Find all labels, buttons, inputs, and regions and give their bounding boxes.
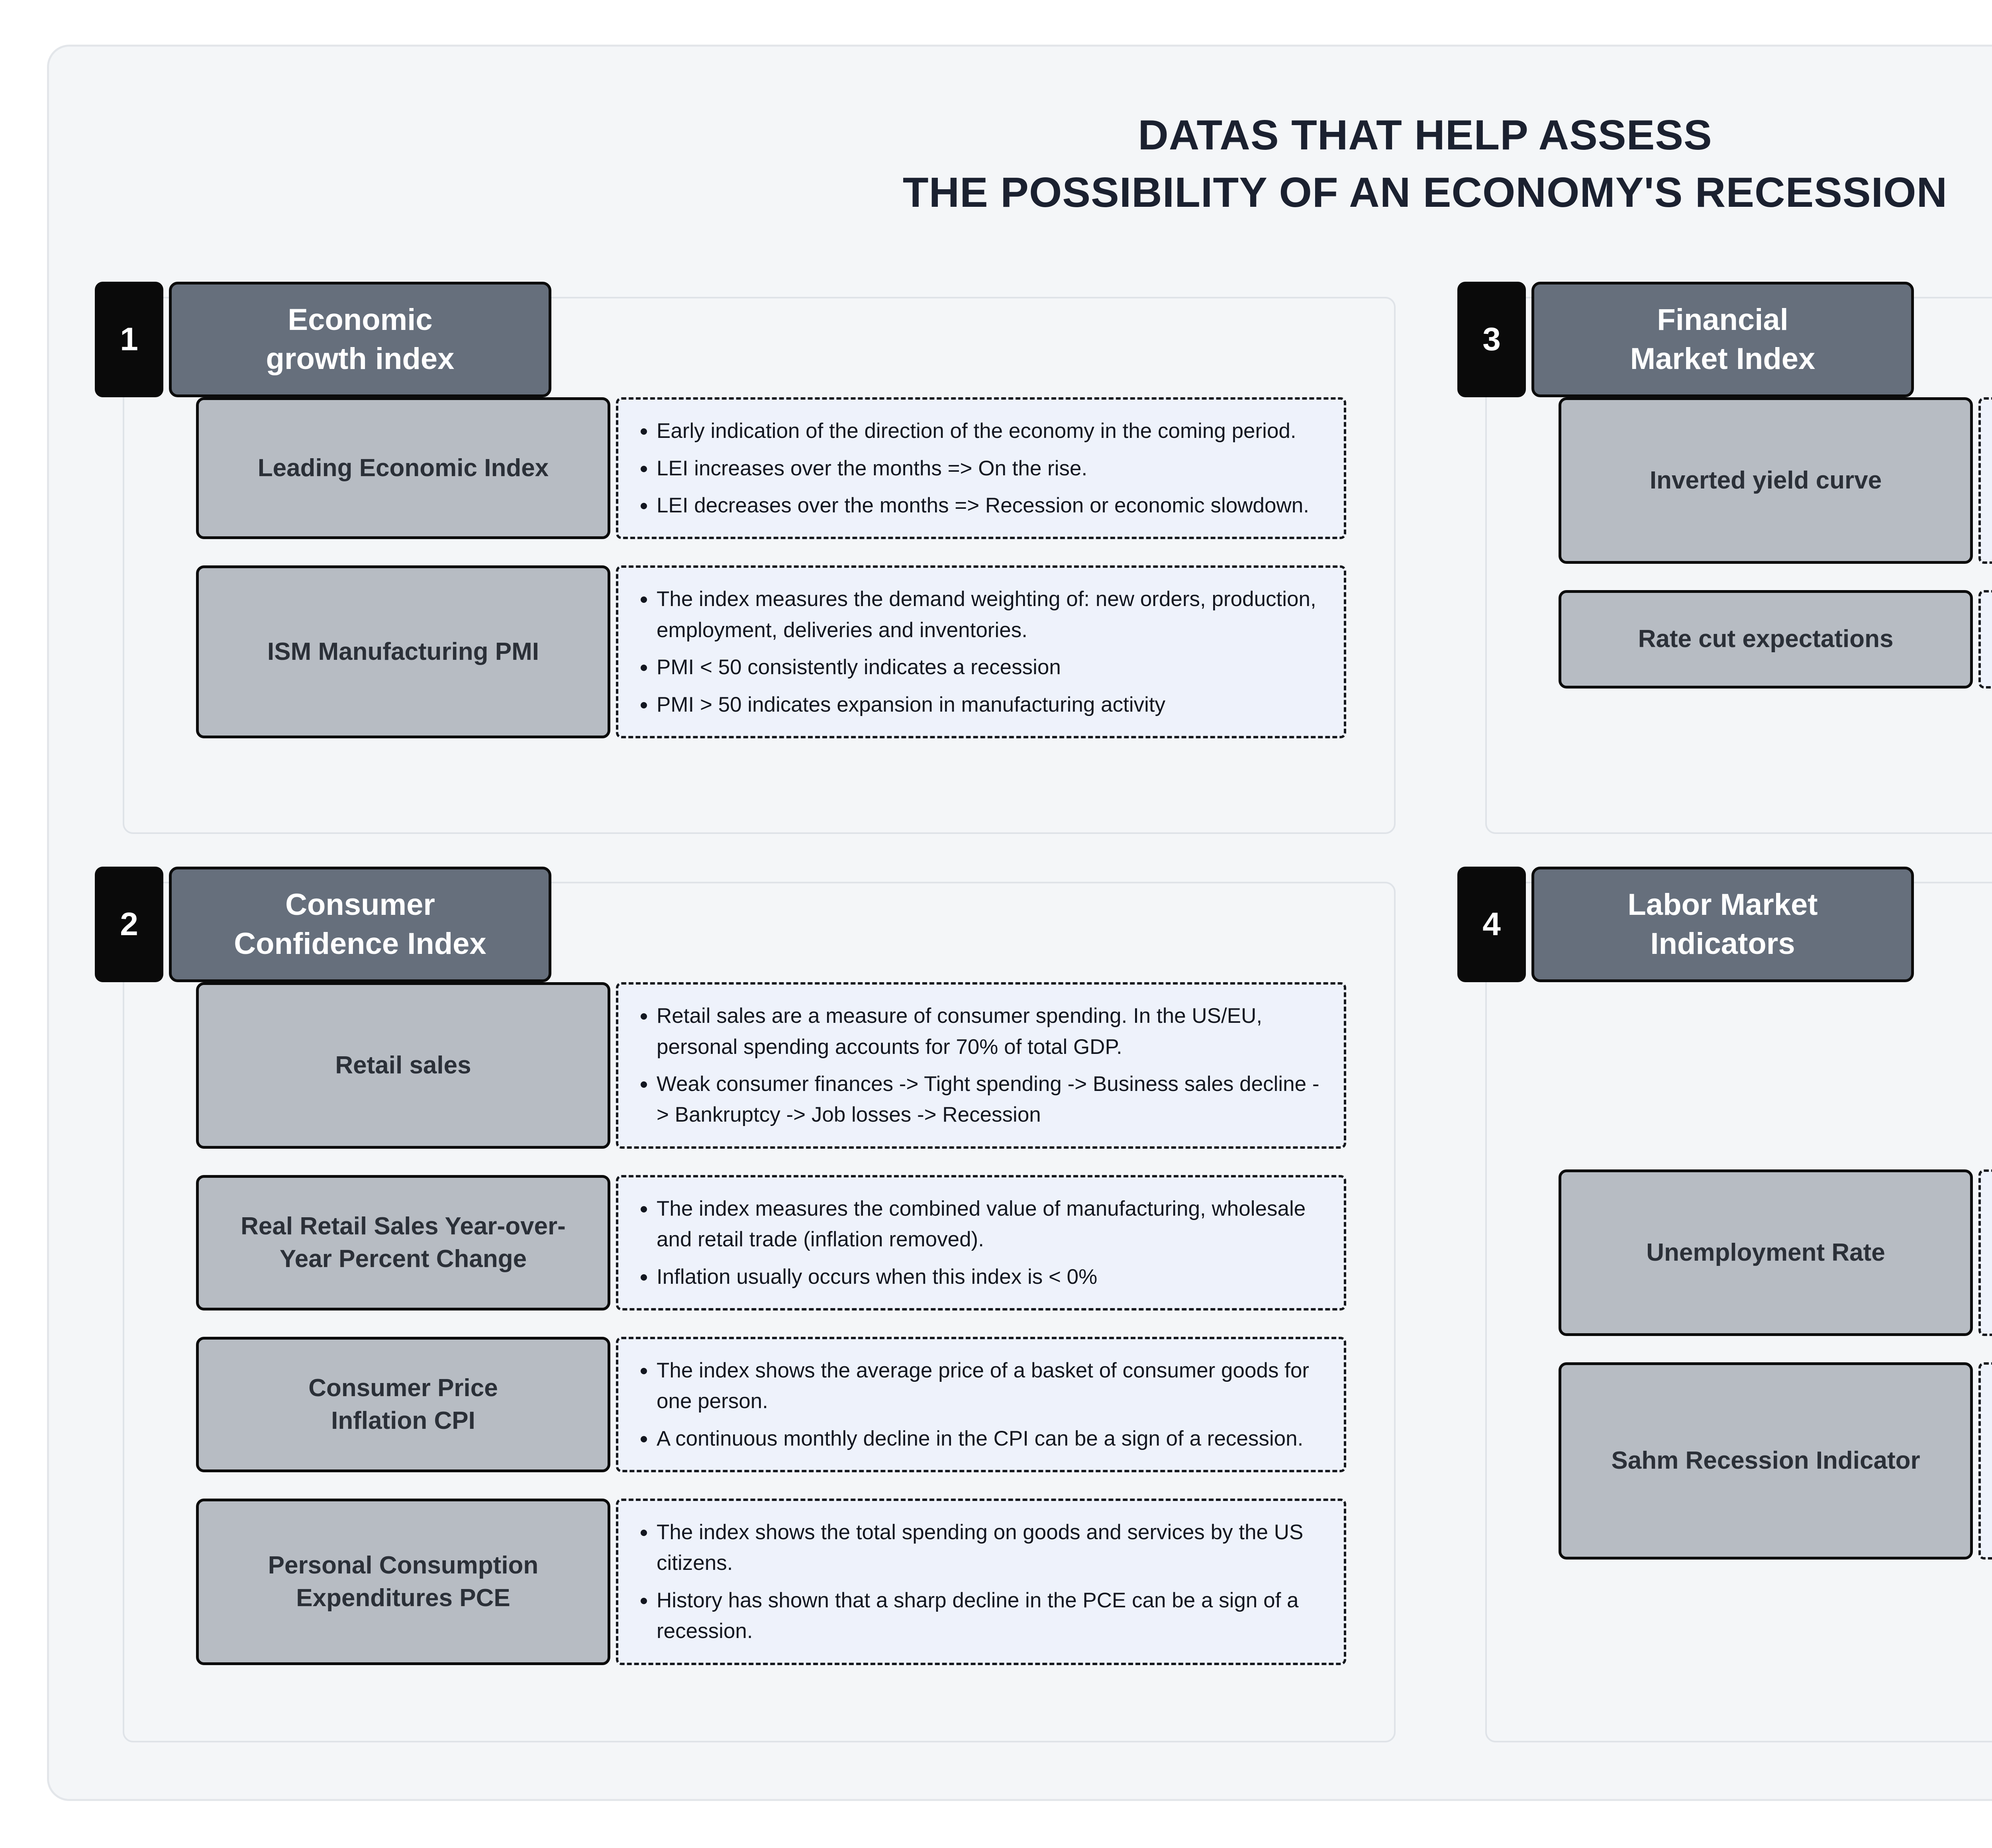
- indicator-row: ISM Manufacturing PMI The index measures…: [196, 565, 1346, 738]
- indicator-label-text: Sahm Recession Indicator: [1611, 1447, 1920, 1475]
- note-item: Inflation usually occurs when this index…: [636, 1261, 1322, 1292]
- indicator-notes-unemployment-rate: Unemployment rate typically peaks after …: [1978, 1169, 1992, 1336]
- indicator-notes-retail-sales: Retail sales are a measure of consumer s…: [616, 982, 1346, 1149]
- indicator-label-text-2: Expenditures PCE: [296, 1584, 510, 1612]
- note-item: PMI > 50 indicates expansion in manufact…: [636, 689, 1322, 720]
- indicator-label-text: ISM Manufacturing PMI: [267, 638, 539, 666]
- section-title-4-line-2: Indicators: [1650, 927, 1795, 961]
- indicator-label-personal-consumption-expenditures-pce[interactable]: Personal Consumption Expenditures PCE: [196, 1499, 610, 1665]
- indicator-row: Unemployment Rate Unemployment rate typi…: [1559, 1169, 1992, 1336]
- section-title-3: Financial Market Index: [1531, 282, 1914, 398]
- indicator-notes-real-retail-sales-yoy: The index measures the combined value of…: [616, 1175, 1346, 1310]
- note-item: Weak consumer finances -> Tight spending…: [636, 1069, 1322, 1130]
- indicator-notes-sahm-recession-indicator: A recession truly begins when the nation…: [1978, 1362, 1992, 1560]
- note-item: The index shows the total spending on go…: [636, 1517, 1322, 1579]
- section-title-2-line-1: Consumer: [285, 887, 435, 922]
- indicator-label-text: Leading Economic Index: [257, 454, 549, 482]
- layout-spacer: [1487, 982, 1992, 1169]
- indicator-label-text: Real Retail Sales Year-over-: [241, 1212, 566, 1240]
- indicator-notes-inverted-yield-curve: While not all inversions lead to recessi…: [1978, 397, 1992, 564]
- section-header-2: 2 Consumer Confidence Index: [95, 867, 1394, 983]
- indicator-notes-personal-consumption-expenditures-pce: The index shows the total spending on go…: [616, 1499, 1346, 1665]
- page-title: DATAS THAT HELP ASSESS THE POSSIBILITY O…: [123, 106, 1992, 221]
- section-2-cards: Retail sales Retail sales are a measure …: [124, 982, 1394, 1665]
- indicator-notes-rate-cut-expectations: Over the past 60 years, every time the m…: [1978, 590, 1992, 689]
- section-title-4: Labor Market Indicators: [1531, 867, 1914, 983]
- indicator-label-sahm-recession-indicator[interactable]: Sahm Recession Indicator: [1559, 1362, 1973, 1560]
- note-item: PMI < 50 consistently indicates a recess…: [636, 652, 1322, 683]
- indicator-row: Inverted yield curve While not all inver…: [1559, 397, 1992, 564]
- note-item: Retail sales are a measure of consumer s…: [636, 1001, 1322, 1062]
- indicator-row: Consumer Price Inflation CPI The index s…: [196, 1336, 1346, 1473]
- note-item: LEI decreases over the months => Recessi…: [636, 490, 1322, 521]
- section-number-badge-4: 4: [1457, 867, 1526, 983]
- indicator-label-retail-sales[interactable]: Retail sales: [196, 982, 610, 1149]
- section-number-badge-2: 2: [95, 867, 163, 983]
- indicator-label-real-retail-sales-yoy[interactable]: Real Retail Sales Year-over- Year Percen…: [196, 1175, 610, 1310]
- indicator-row: Rate cut expectations Over the past 60 y…: [1559, 590, 1992, 689]
- section-number-badge-1: 1: [95, 282, 163, 398]
- section-3-cards: Inverted yield curve While not all inver…: [1487, 397, 1992, 689]
- note-item: The index measures the demand weighting …: [636, 584, 1322, 645]
- note-item: The index measures the combined value of…: [636, 1193, 1322, 1255]
- section-header-1: 1 Economic growth index: [95, 282, 1394, 398]
- indicator-row: Leading Economic Index Early indication …: [196, 397, 1346, 539]
- section-title-1-line-2: growth index: [266, 342, 455, 376]
- indicator-label-leading-economic-index[interactable]: Leading Economic Index: [196, 397, 610, 539]
- note-item: History has shown that a sharp decline i…: [636, 1585, 1322, 1647]
- indicator-label-text: Inverted yield curve: [1649, 467, 1882, 494]
- indicator-label-text: Retail sales: [335, 1052, 471, 1079]
- indicator-label-rate-cut-expectations[interactable]: Rate cut expectations: [1559, 590, 1973, 689]
- section-1-cards: Leading Economic Index Early indication …: [124, 397, 1394, 738]
- note-item: A continuous monthly decline in the CPI …: [636, 1423, 1322, 1454]
- section-title-1: Economic growth index: [169, 282, 551, 398]
- indicator-label-unemployment-rate[interactable]: Unemployment Rate: [1559, 1169, 1973, 1336]
- section-number-badge-3: 3: [1457, 282, 1526, 398]
- indicator-label-ism-manufacturing-pmi[interactable]: ISM Manufacturing PMI: [196, 565, 610, 738]
- indicator-label-text-2: Year Percent Change: [279, 1245, 527, 1273]
- section-panel-labor-market-indicators: 4 Labor Market Indicators Unemployment R…: [1457, 867, 1992, 1743]
- indicator-label-inverted-yield-curve[interactable]: Inverted yield curve: [1559, 397, 1973, 564]
- note-item: The index shows the average price of a b…: [636, 1355, 1322, 1417]
- indicator-row: Personal Consumption Expenditures PCE Th…: [196, 1499, 1346, 1665]
- indicator-label-text: Personal Consumption: [268, 1551, 539, 1579]
- section-4-cards: Unemployment Rate Unemployment rate typi…: [1487, 1169, 1992, 1560]
- indicator-label-text: Unemployment Rate: [1646, 1239, 1885, 1267]
- section-title-1-line-1: Economic: [288, 302, 433, 337]
- indicator-row: Real Retail Sales Year-over- Year Percen…: [196, 1175, 1346, 1310]
- indicator-label-text: Rate cut expectations: [1638, 625, 1894, 653]
- indicator-notes-ism-manufacturing-pmi: The index measures the demand weighting …: [616, 565, 1346, 738]
- indicator-label-consumer-price-inflation-cpi[interactable]: Consumer Price Inflation CPI: [196, 1336, 610, 1473]
- section-panel-consumer-confidence-index: 2 Consumer Confidence Index Retail sales: [95, 867, 1396, 1743]
- sections-grid: 1 Economic growth index Leading Economic…: [95, 282, 1992, 1743]
- section-title-3-line-2: Market Index: [1630, 342, 1816, 376]
- indicator-label-text-2: Inflation CPI: [331, 1407, 475, 1434]
- section-panel-financial-market-index: 3 Financial Market Index Inverted yield …: [1457, 282, 1992, 834]
- infographic-board: DATAS THAT HELP ASSESS THE POSSIBILITY O…: [47, 45, 1992, 1801]
- title-line-2: THE POSSIBILITY OF AN ECONOMY'S RECESSIO…: [902, 169, 1948, 216]
- indicator-notes-leading-economic-index: Early indication of the direction of the…: [616, 397, 1346, 539]
- indicator-row: Retail sales Retail sales are a measure …: [196, 982, 1346, 1149]
- indicator-label-text: Consumer Price: [308, 1374, 498, 1402]
- section-title-3-line-1: Financial: [1657, 302, 1788, 337]
- title-line-1: DATAS THAT HELP ASSESS: [1138, 112, 1712, 159]
- section-header-3: 3 Financial Market Index: [1457, 282, 1992, 398]
- indicator-row: Sahm Recession Indicator A recession tru…: [1559, 1362, 1992, 1560]
- section-panel-economic-growth-index: 1 Economic growth index Leading Economic…: [95, 282, 1396, 834]
- section-title-2: Consumer Confidence Index: [169, 867, 551, 983]
- section-header-4: 4 Labor Market Indicators: [1457, 867, 1992, 983]
- note-item: LEI increases over the months => On the …: [636, 453, 1322, 484]
- note-item: Early indication of the direction of the…: [636, 416, 1322, 446]
- section-title-4-line-1: Labor Market: [1627, 887, 1818, 922]
- indicator-notes-consumer-price-inflation-cpi: The index shows the average price of a b…: [616, 1336, 1346, 1473]
- section-title-2-line-2: Confidence Index: [234, 927, 486, 961]
